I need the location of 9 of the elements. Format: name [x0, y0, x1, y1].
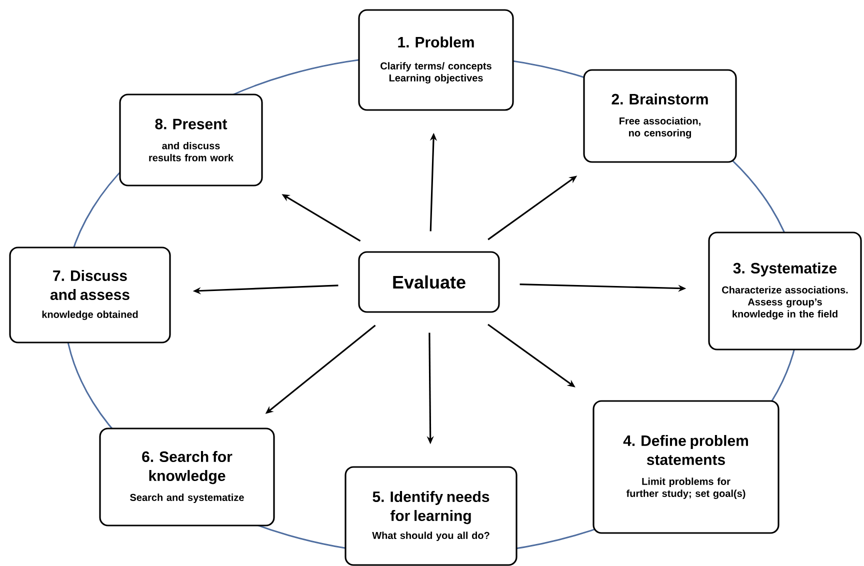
step-box: 6. Search for knowledge Search and systematize	[99, 428, 275, 526]
step-box: 8. Present and discuss results from work	[119, 94, 263, 186]
step-box: 4. Define problem statements Limit problems for further study; set goal(s)	[592, 400, 780, 534]
step-box: 7. Discuss and assess knowledge obtained	[9, 246, 171, 344]
step-box: 2. Brainstorm Free association, no censoring	[583, 69, 737, 163]
step-box: 5. Identify needs for learning What should you all do?	[344, 466, 518, 566]
center-box: Evaluate	[358, 251, 500, 313]
step-box: 1. Problem Clarify terms/ concepts Learning objectives	[358, 9, 514, 111]
step-box: 3. Systematize Characterize associations. Assess group’s knowledge in the field	[708, 232, 862, 350]
